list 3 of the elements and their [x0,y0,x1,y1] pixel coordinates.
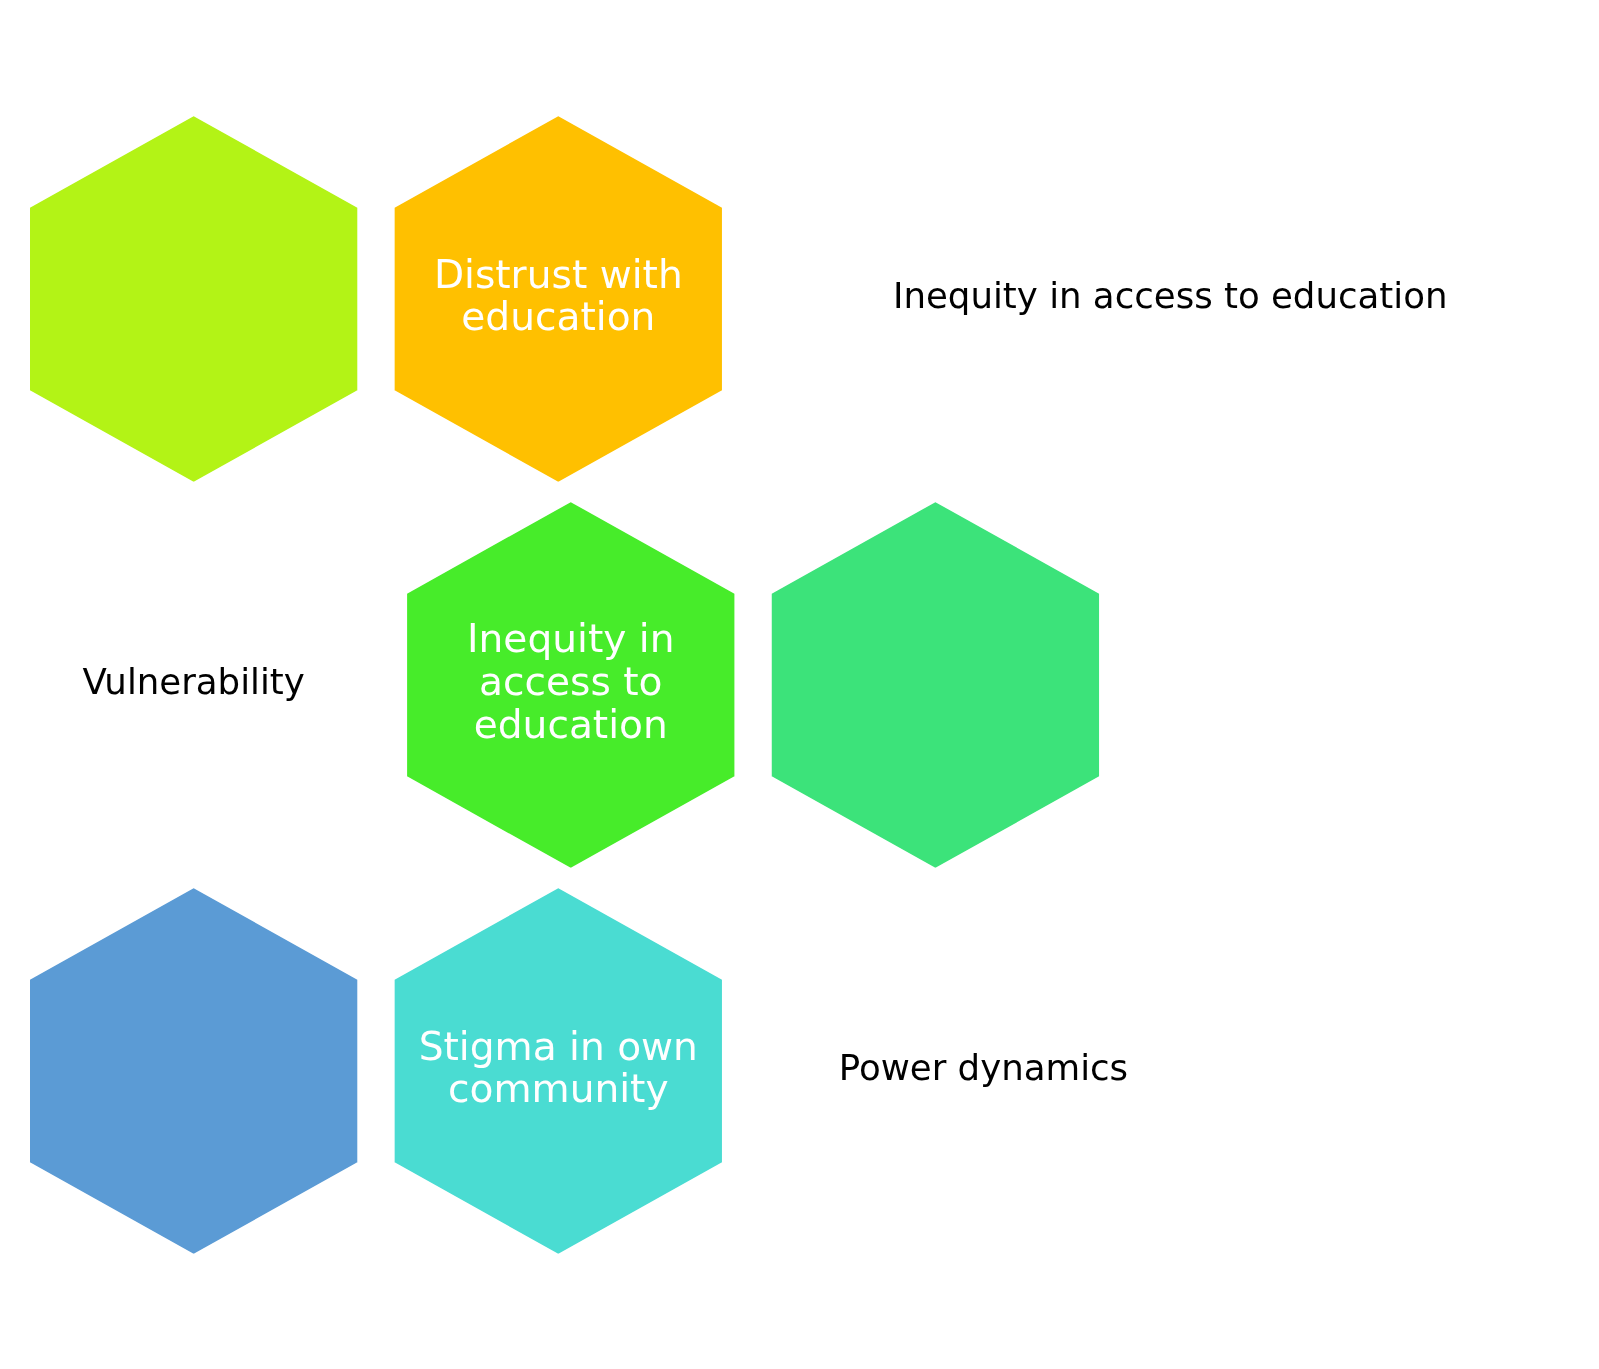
label: Vulnerability [82,660,305,702]
label: Power dynamics [838,1046,1129,1088]
label: Inequity in access to education [892,274,1448,316]
